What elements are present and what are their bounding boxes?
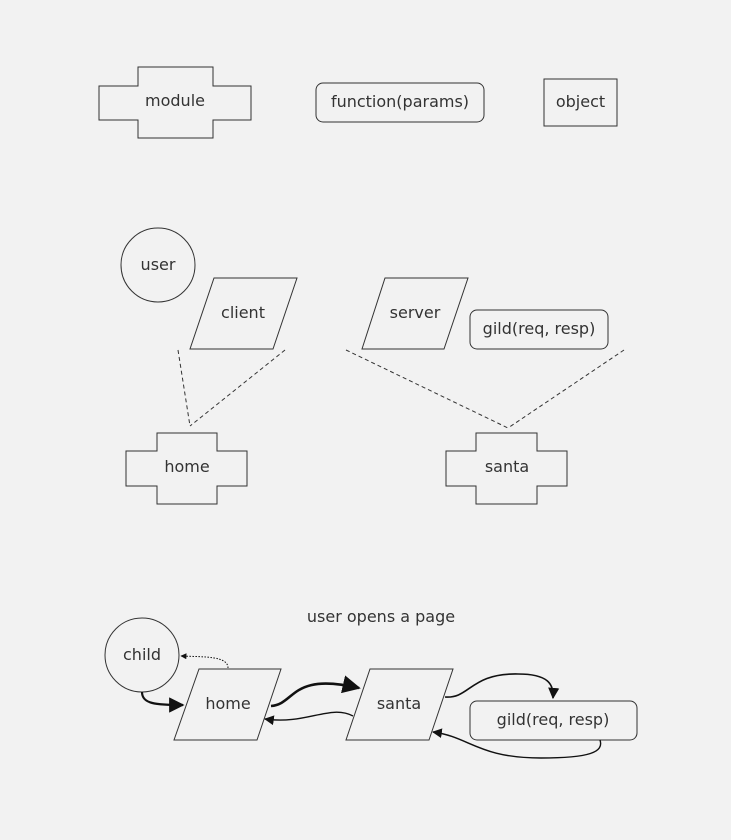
client-node-label: client bbox=[221, 303, 265, 322]
server-function-node: gild(req, resp) bbox=[469, 309, 609, 350]
home-page-label: home bbox=[205, 694, 250, 713]
flow-title: user opens a page bbox=[307, 607, 455, 626]
santa-service-label: santa bbox=[377, 694, 421, 713]
arrow-gild-to-santa bbox=[432, 728, 602, 759]
arrow-child-to-home bbox=[140, 691, 185, 713]
home-module-label: home bbox=[164, 457, 209, 476]
arrow-home-to-child bbox=[180, 653, 229, 669]
client-grouping-lines bbox=[177, 349, 286, 427]
server-node: server bbox=[361, 277, 469, 350]
home-page-node: home bbox=[173, 668, 282, 741]
client-node: client bbox=[189, 277, 298, 350]
home-module: home bbox=[125, 432, 248, 505]
arrow-santa-to-home bbox=[264, 711, 354, 726]
user-node-label: user bbox=[141, 255, 176, 274]
child-node: child bbox=[104, 617, 180, 693]
server-grouping-lines bbox=[345, 349, 625, 429]
server-function-label: gild(req, resp) bbox=[483, 319, 596, 338]
arrow-home-to-santa bbox=[270, 675, 361, 708]
child-node-label: child bbox=[123, 645, 161, 664]
santa-service-node: santa bbox=[345, 668, 454, 741]
legend-function: function(params) bbox=[315, 82, 485, 123]
gild-handler-label: gild(req, resp) bbox=[497, 710, 610, 729]
arrow-santa-to-gild bbox=[444, 673, 560, 700]
user-node: user bbox=[120, 227, 196, 303]
santa-module: santa bbox=[445, 432, 568, 505]
santa-module-label: santa bbox=[485, 457, 529, 476]
legend-function-label: function(params) bbox=[331, 92, 469, 111]
server-node-label: server bbox=[390, 303, 441, 322]
legend-object: object bbox=[543, 78, 618, 127]
gild-handler-node: gild(req, resp) bbox=[469, 700, 638, 741]
legend-module: module bbox=[98, 66, 252, 139]
legend-module-label: module bbox=[145, 91, 205, 110]
legend-object-label: object bbox=[556, 92, 605, 111]
